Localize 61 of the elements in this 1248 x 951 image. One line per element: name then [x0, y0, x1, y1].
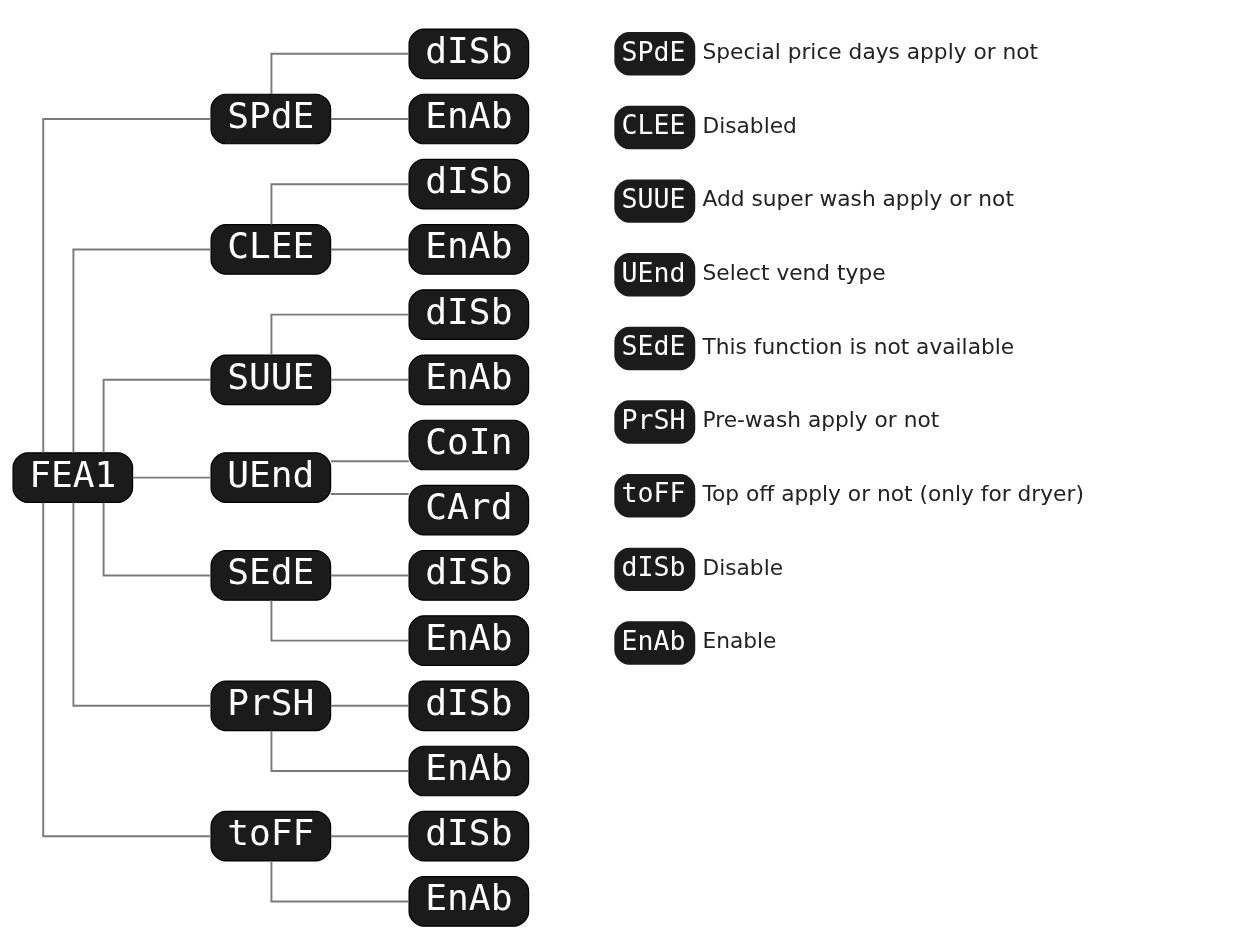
node-box: SEdE	[210, 550, 332, 601]
node-box: UEnd	[614, 253, 696, 297]
node-box: EnAb	[408, 876, 530, 927]
connector	[270, 52, 410, 95]
node-label: Enable	[702, 628, 777, 654]
node-box: dISb	[408, 158, 530, 210]
connector	[329, 378, 410, 381]
node-box: SPdE	[210, 93, 332, 145]
node-box: SUUE	[210, 354, 332, 406]
connector	[329, 118, 410, 120]
connector	[329, 835, 410, 838]
node-box: SPdE	[614, 32, 696, 76]
connector	[329, 704, 410, 707]
node-box: SUUE	[614, 179, 696, 223]
node-label: Add super wash apply or not	[702, 186, 1014, 212]
connector	[270, 729, 410, 772]
node-box: toFF	[210, 810, 332, 862]
connector	[270, 313, 410, 356]
connector	[270, 599, 410, 642]
connector	[42, 118, 212, 454]
node-box: EnAb	[614, 621, 696, 665]
node-box: EnAb	[408, 93, 530, 145]
connector	[131, 476, 212, 479]
node-label: This function is not available	[702, 333, 1015, 359]
node-box: EnAb	[408, 354, 530, 406]
connector	[72, 501, 212, 707]
node-box: CLEE	[210, 224, 332, 275]
node-box: CLEE	[614, 105, 696, 150]
connector	[329, 492, 410, 495]
node-box: EnAb	[408, 745, 530, 797]
connector	[270, 183, 410, 226]
connector	[329, 248, 410, 251]
node-label: Pre-wash apply or not	[702, 407, 940, 433]
node-box: dISb	[408, 810, 530, 862]
node-box: EnAb	[408, 224, 530, 275]
node-box: SEdE	[614, 326, 696, 371]
node-label: Disabled	[702, 112, 797, 138]
node-box: dISb	[408, 550, 530, 601]
node-box: dISb	[408, 28, 530, 80]
node-box: UEnd	[210, 452, 332, 503]
node-box: PrSH	[614, 400, 696, 444]
node-box: CArd	[408, 484, 530, 536]
node-label: Select vend type	[702, 260, 886, 286]
node-box: CoIn	[408, 419, 530, 471]
node-box: dISb	[408, 289, 530, 340]
node-box: toFF	[614, 474, 696, 518]
connector	[329, 460, 410, 463]
connector	[329, 574, 410, 577]
node-box: FEA1	[12, 452, 134, 503]
connector	[102, 501, 212, 577]
connector	[270, 860, 410, 903]
node-box: EnAb	[408, 615, 530, 666]
node-label: Top off apply or not (only for dryer)	[702, 481, 1084, 507]
node-box: PrSH	[210, 680, 332, 732]
node-label: Disable	[702, 554, 784, 580]
node-label: Special price days apply or not	[702, 39, 1039, 65]
connector	[72, 248, 212, 454]
node-box: dISb	[614, 547, 696, 592]
node-box: dISb	[408, 680, 530, 732]
connector	[102, 378, 212, 454]
connector	[42, 501, 212, 838]
